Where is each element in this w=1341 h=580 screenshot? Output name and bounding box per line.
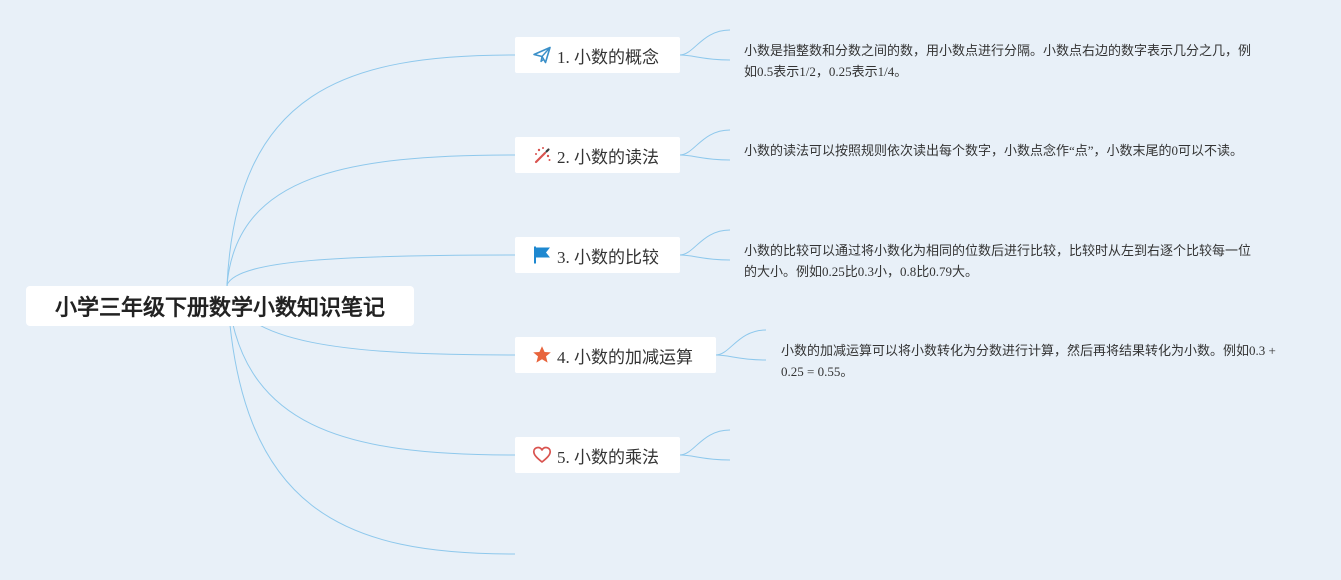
root-topic[interactable]: 小学三年级下册数学小数知识笔记 — [26, 286, 414, 326]
topic-label: 4. 小数的加减运算 — [557, 347, 693, 367]
flag-icon — [531, 244, 553, 266]
note-decimal-concept: 小数是指整数和分数之间的数，用小数点进行分隔。小数点右边的数字表示几分之几，例如… — [744, 43, 1252, 79]
connector-topic-2-note-lower — [679, 154, 731, 161]
connector-topic-5-note-upper — [679, 429, 731, 456]
connector-topic-1-note-lower — [679, 54, 731, 61]
connector-topic-1-note-upper — [679, 29, 731, 56]
root-title: 小学三年级下册数学小数知识笔记 — [54, 296, 385, 321]
star-icon — [531, 344, 553, 366]
note-decimal-add-subtract: 小数的加减运算可以将小数转化为分数进行计算，然后再将结果转化为小数。例如0.3 … — [781, 343, 1276, 379]
topic-label: 3. 小数的比较 — [557, 247, 659, 267]
note-decimal-comparison: 小数的比较可以通过将小数化为相同的位数后进行比较，比较时从左到右逐个比较每一位的… — [744, 243, 1252, 279]
connector-topic-2-note-upper — [679, 129, 731, 156]
topic-decimal-reading[interactable]: 2. 小数的读法 — [515, 137, 680, 173]
connector-topic-5-note-lower — [679, 454, 731, 461]
topic-decimal-concept[interactable]: 1. 小数的概念 — [515, 37, 680, 73]
connector-topic-3-note-upper — [679, 229, 731, 256]
topic-decimal-comparison[interactable]: 3. 小数的比较 — [515, 237, 680, 273]
connector-root-topic-3 — [226, 254, 516, 286]
connector-root-topic-1 — [226, 54, 516, 286]
connector-topic-4-note-upper — [715, 329, 767, 356]
topic-label: 5. 小数的乘法 — [557, 447, 659, 467]
topic-decimal-add-subtract[interactable]: 4. 小数的加减运算 — [515, 337, 716, 373]
topic-decimal-multiplication[interactable]: 5. 小数的乘法 — [515, 437, 680, 473]
connector-root-topic-2 — [226, 154, 516, 286]
note-decimal-reading: 小数的读法可以按照规则依次读出每个数字，小数点念作“点”，小数末尾的0可以不读。 — [744, 143, 1244, 158]
connector-topic-3-note-lower — [679, 254, 731, 261]
connector-root-extra — [226, 284, 516, 555]
paper-plane-icon — [531, 44, 553, 66]
connector-topic-4-note-lower — [715, 354, 767, 361]
heart-icon — [531, 444, 553, 466]
topic-label: 2. 小数的读法 — [557, 147, 659, 167]
connector-root-topic-5 — [226, 284, 516, 456]
magic-wand-icon — [531, 144, 553, 166]
topic-label: 1. 小数的概念 — [557, 47, 659, 67]
